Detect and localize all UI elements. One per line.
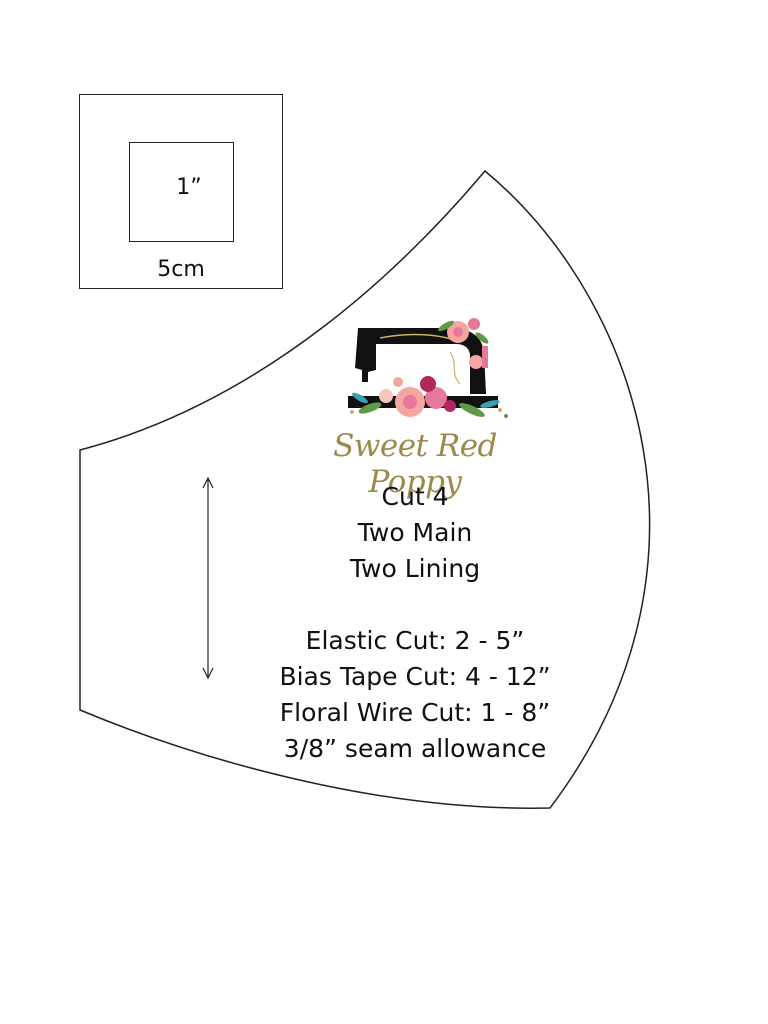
spacer: [230, 587, 600, 623]
grainline-arrow: [202, 476, 214, 680]
cutting-instructions: Cut 4 Two Main Two Lining Elastic Cut: 2…: [230, 479, 600, 767]
scale-cm-label: 5cm: [157, 257, 205, 282]
main-count-text: Two Main: [357, 518, 473, 547]
mask-pattern-outline: [79, 169, 651, 809]
cut-count-text: Cut 4: [381, 482, 449, 511]
brand-name: Sweet Red Poppy: [333, 428, 497, 500]
scale-square-5cm: [79, 94, 283, 289]
scale-inch-label: 1”: [176, 175, 202, 200]
scale-square-1inch: [129, 142, 234, 242]
sewing-machine-logo-icon: [348, 318, 508, 418]
bias-tape-cut-text: Bias Tape Cut: 4 - 12”: [279, 662, 551, 691]
seam-allowance-text: 3/8” seam allowance: [283, 734, 547, 763]
lining-count-text: Two Lining: [349, 554, 481, 583]
elastic-cut-text: Elastic Cut: 2 - 5”: [305, 626, 525, 655]
floral-wire-cut-text: Floral Wire Cut: 1 - 8”: [279, 698, 551, 727]
